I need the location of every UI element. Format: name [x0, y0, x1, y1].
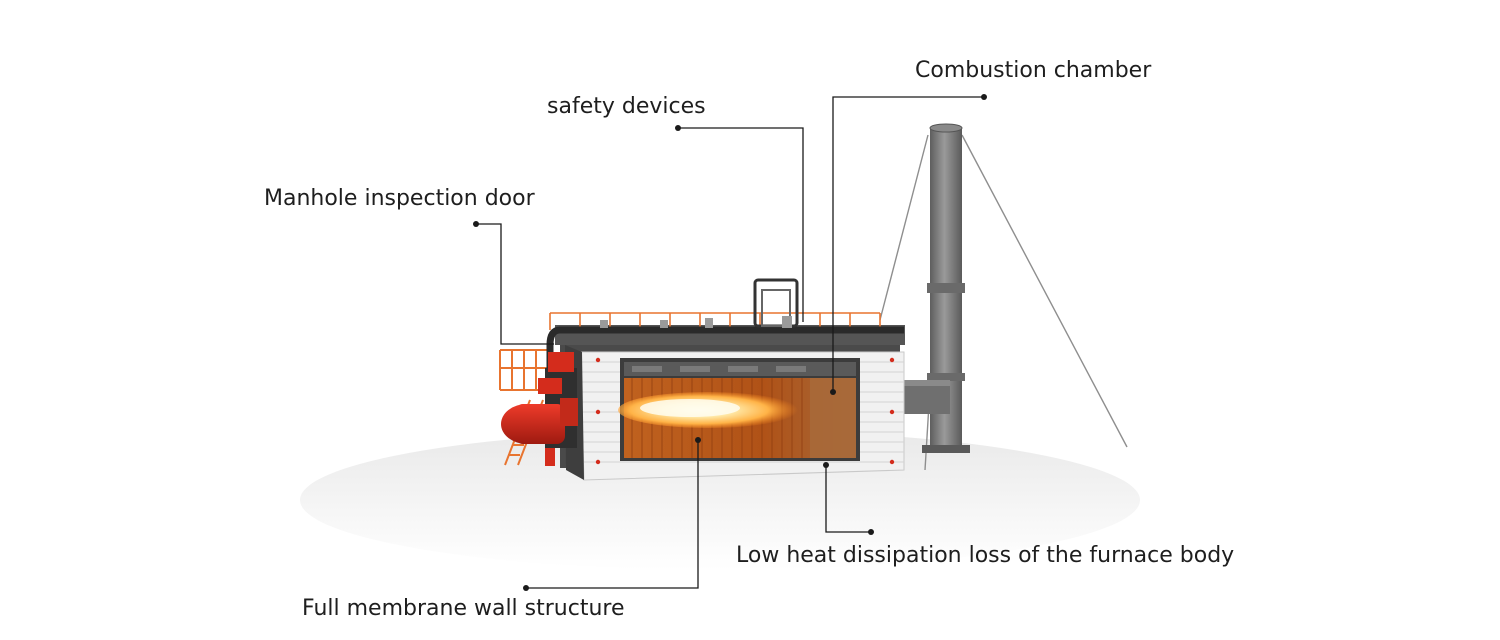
chimney	[902, 123, 970, 453]
dot-combustion-chamber-target	[830, 389, 836, 395]
dot-safety-devices	[675, 125, 681, 131]
label-safety-devices: safety devices	[547, 94, 706, 119]
dot-membrane-wall	[523, 585, 529, 591]
leader-manhole-door	[476, 223, 554, 345]
label-combustion-chamber: Combustion chamber	[915, 58, 1152, 83]
dot-membrane-wall-target	[695, 437, 701, 443]
leader-combustion-chamber	[832, 96, 984, 392]
dot-combustion-chamber	[981, 94, 987, 100]
label-full-membrane-wall: Full membrane wall structure	[302, 596, 625, 621]
leader-lines	[476, 96, 984, 589]
dot-manhole-door	[473, 221, 479, 227]
leader-safety-devices	[678, 127, 804, 322]
label-manhole-inspection-door: Manhole inspection door	[264, 186, 535, 211]
leader-heat-loss	[825, 465, 871, 533]
dot-heat-loss	[868, 529, 874, 535]
chimney-guy-wires	[879, 134, 1128, 471]
label-low-heat-dissipation: Low heat dissipation loss of the furnace…	[736, 543, 1235, 568]
leader-dots	[473, 94, 987, 591]
floor-shadow	[300, 430, 1140, 570]
steam-pipe	[546, 278, 904, 412]
furnace-cutaway	[618, 358, 860, 461]
burner	[501, 352, 578, 466]
dot-heat-loss-target	[823, 462, 829, 468]
leader-membrane-wall	[526, 440, 699, 589]
